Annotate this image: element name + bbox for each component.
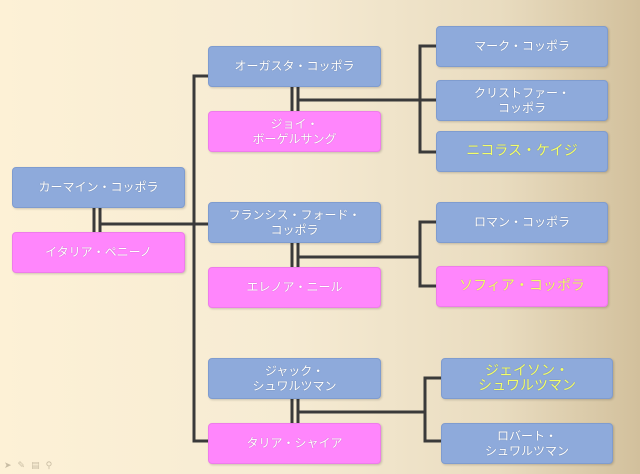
person-name: ニコラス・ケイジ xyxy=(466,143,578,159)
menu-icon[interactable]: ▤ xyxy=(31,461,40,471)
person-italia-pennino: イタリア・ペニーノ xyxy=(12,232,185,273)
pen-icon[interactable]: ✎ xyxy=(17,461,26,471)
person-name: ロバート・ シュワルツマン xyxy=(484,428,569,458)
person-name: オーガスタ・コッポラ xyxy=(234,59,355,73)
person-roman-coppola: ロマン・コッポラ xyxy=(436,202,608,243)
person-name: ジャック・ シュワルツマン xyxy=(252,363,337,393)
person-name: ロマン・コッポラ xyxy=(473,215,570,229)
zoom-icon[interactable]: ⚲ xyxy=(45,461,53,471)
person-name: ジェイソン・ シュワルツマン xyxy=(478,362,576,394)
person-name: タリア・シャイア xyxy=(246,436,343,450)
person-eleanor-neil: エレノア・ニール xyxy=(208,267,381,308)
person-joy-vogelsang: ジョイ・ ボーゲルサング xyxy=(208,111,381,152)
person-jack-schwartzman: ジャック・ シュワルツマン xyxy=(208,358,381,399)
person-name: ソフィア・コッポラ xyxy=(459,278,585,294)
pointer-icon[interactable]: ➤ xyxy=(4,461,12,471)
person-robert-schwartzman: ロバート・ シュワルツマン xyxy=(441,423,613,464)
person-sofia-coppola: ソフィア・コッポラ xyxy=(436,266,608,307)
person-name: イタリア・ペニーノ xyxy=(45,245,152,259)
person-name: ジョイ・ ボーゲルサング xyxy=(252,116,337,146)
person-nicolas-cage: ニコラス・ケイジ xyxy=(436,131,608,172)
slideshow-toolbar: ➤ ✎ ▤ ⚲ xyxy=(4,461,52,471)
person-carmine-coppola: カーマイン・コッポラ xyxy=(12,167,185,208)
person-name: エレノア・ニール xyxy=(246,280,343,294)
person-marc-coppola: マーク・コッポラ xyxy=(436,26,608,67)
person-name: フランシス・フォード・ コッポラ xyxy=(228,207,361,237)
person-francis-ford-coppola: フランシス・フォード・ コッポラ xyxy=(208,202,381,243)
person-name: クリストファー・ コッポラ xyxy=(473,85,570,115)
person-jason-schwartzman: ジェイソン・ シュワルツマン xyxy=(441,358,613,399)
person-talia-shire: タリア・シャイア xyxy=(208,423,381,464)
person-august-coppola: オーガスタ・コッポラ xyxy=(208,46,381,87)
person-name: マーク・コッポラ xyxy=(474,39,570,53)
person-christopher-coppola: クリストファー・ コッポラ xyxy=(436,80,608,121)
person-name: カーマイン・コッポラ xyxy=(38,180,159,194)
